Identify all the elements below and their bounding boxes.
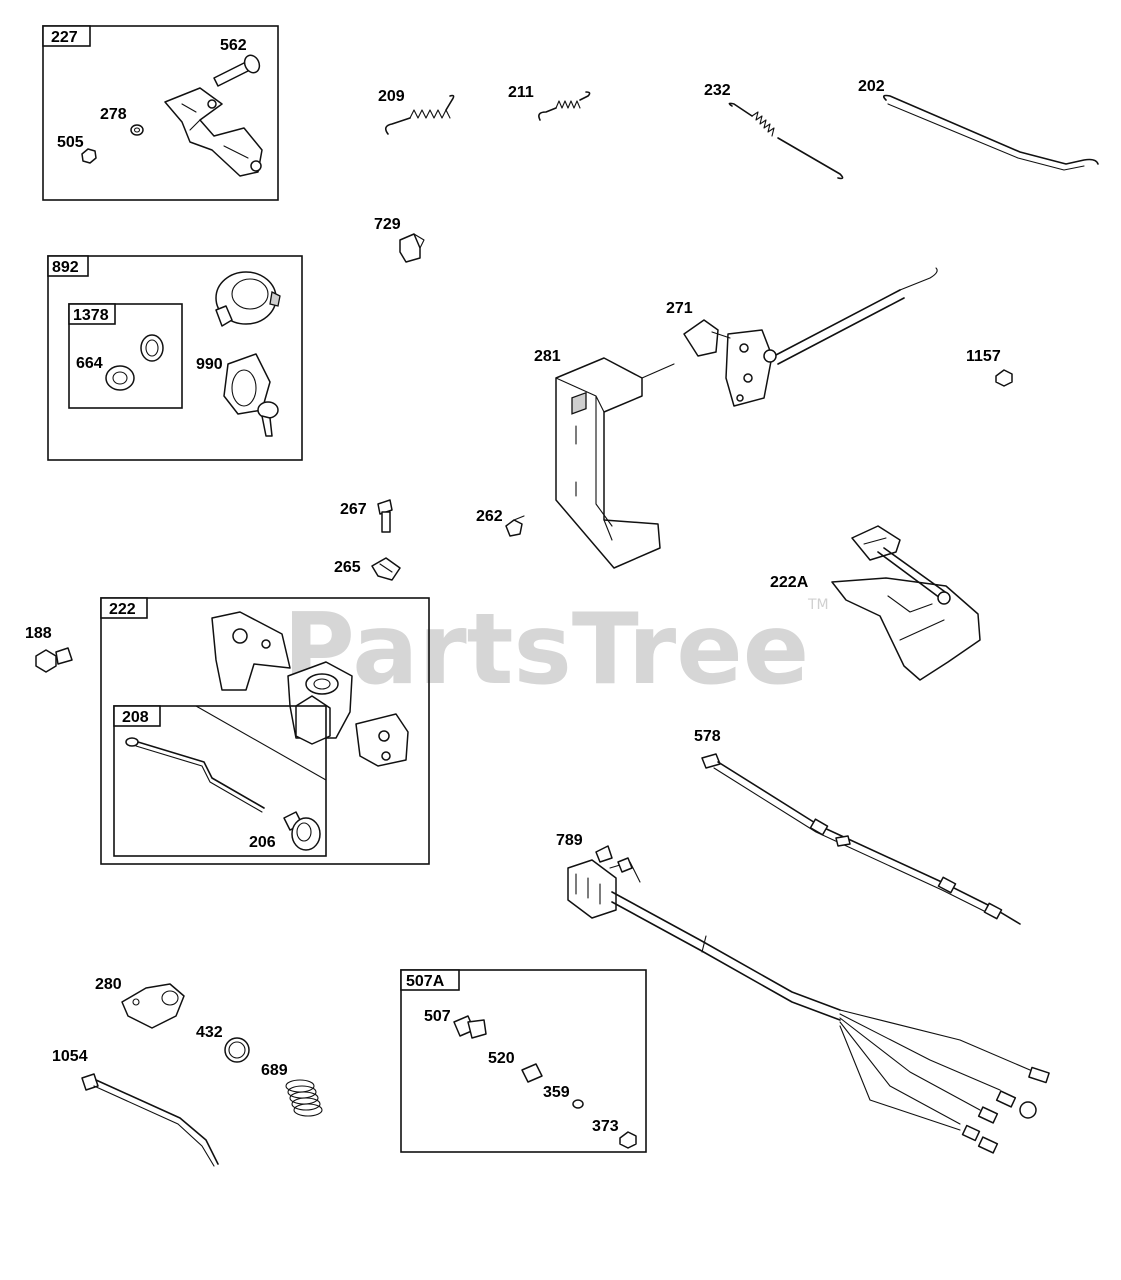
clip-265-drawing [371,557,401,581]
part-label-990[interactable]: 990 [196,356,223,373]
part-label-359[interactable]: 359 [543,1084,570,1101]
part-label-505[interactable]: 505 [57,134,84,151]
washer-359-drawing [572,1099,584,1109]
group-227[interactable]: 227 562 278 505 [42,25,279,201]
nut-1157-drawing [995,369,1013,387]
nut-505-drawing [81,148,97,164]
part-label-281[interactable]: 281 [534,348,561,365]
group-507A[interactable]: 507A 507 520 359 373 [400,969,647,1153]
part-label-689[interactable]: 689 [261,1062,288,1079]
part-label-188[interactable]: 188 [25,625,52,642]
group-label-208: 208 [122,709,149,726]
bracket-280-drawing [121,983,185,1029]
knob-206-drawing [283,811,321,851]
spring-209-drawing [384,94,455,135]
spring-211-drawing [538,91,591,121]
key-990-drawing [223,353,279,437]
group-label-1378: 1378 [73,307,109,324]
part-label-562[interactable]: 562 [220,37,247,54]
part-label-265[interactable]: 265 [334,559,361,576]
group-label-892: 892 [52,259,79,276]
spring-689-drawing [285,1079,323,1117]
part-label-222A[interactable]: 222A [770,574,809,591]
part-label-729[interactable]: 729 [374,216,401,233]
part-label-1157[interactable]: 1157 [966,348,1001,365]
part-label-262[interactable]: 262 [476,508,503,525]
part-label-789[interactable]: 789 [556,832,583,849]
part-label-271[interactable]: 271 [666,300,693,317]
lock-washer-drawing [140,334,164,362]
part-label-202[interactable]: 202 [858,78,885,95]
part-label-578[interactable]: 578 [694,728,721,745]
ignition-switch-drawing [215,271,281,327]
nut-373-drawing [619,1131,637,1149]
watermark-trademark: TM [807,597,829,613]
part-label-267[interactable]: 267 [340,501,367,518]
group-208-box [113,705,327,857]
clip-729-drawing [399,233,425,263]
part-label-432[interactable]: 432 [196,1024,223,1041]
part-label-206[interactable]: 206 [249,834,276,851]
bracket-281-drawing [555,357,675,569]
part-label-278[interactable]: 278 [100,106,127,123]
rod-202-drawing [882,94,1099,171]
solenoid-bracket-drawing [211,611,409,767]
washer-278-drawing [130,124,144,136]
bracket-227-drawing [164,87,263,177]
part-label-373[interactable]: 373 [592,1118,619,1135]
part-label-211[interactable]: 211 [508,84,534,101]
spring-232-drawing [728,102,844,180]
bolt-562-drawing [213,54,261,87]
nut-664-drawing [105,365,135,391]
part-label-664[interactable]: 664 [76,355,103,372]
cable-tie-1054-drawing [81,1073,219,1167]
group-label-222: 222 [109,601,136,618]
group-label-507A: 507A [406,973,445,990]
clip-520-drawing [521,1063,543,1083]
group-label-227: 227 [51,29,78,46]
link-rod-drawing [125,737,265,813]
group-892[interactable]: 892 1378 664 990 [47,255,303,461]
part-label-507[interactable]: 507 [424,1008,451,1025]
part-label-1054[interactable]: 1054 [52,1048,88,1065]
connector-507-drawing [453,1015,487,1039]
part-label-232[interactable]: 232 [704,82,731,99]
bolt-267-drawing [377,499,393,533]
wire-578-drawing [701,753,1021,925]
part-label-520[interactable]: 520 [488,1050,515,1067]
throttle-plate-222A-drawing [831,525,981,681]
group-222[interactable]: 222 208 206 [100,597,430,865]
control-cable-271-drawing [683,267,938,407]
harness-789-drawing [567,845,1050,1154]
watermark-text: PartsTree [283,593,809,707]
screw-262-drawing [505,515,525,537]
nut-188-drawing [35,647,73,673]
part-label-209[interactable]: 209 [378,88,405,105]
part-label-280[interactable]: 280 [95,976,122,993]
ring-432-drawing [224,1037,250,1063]
